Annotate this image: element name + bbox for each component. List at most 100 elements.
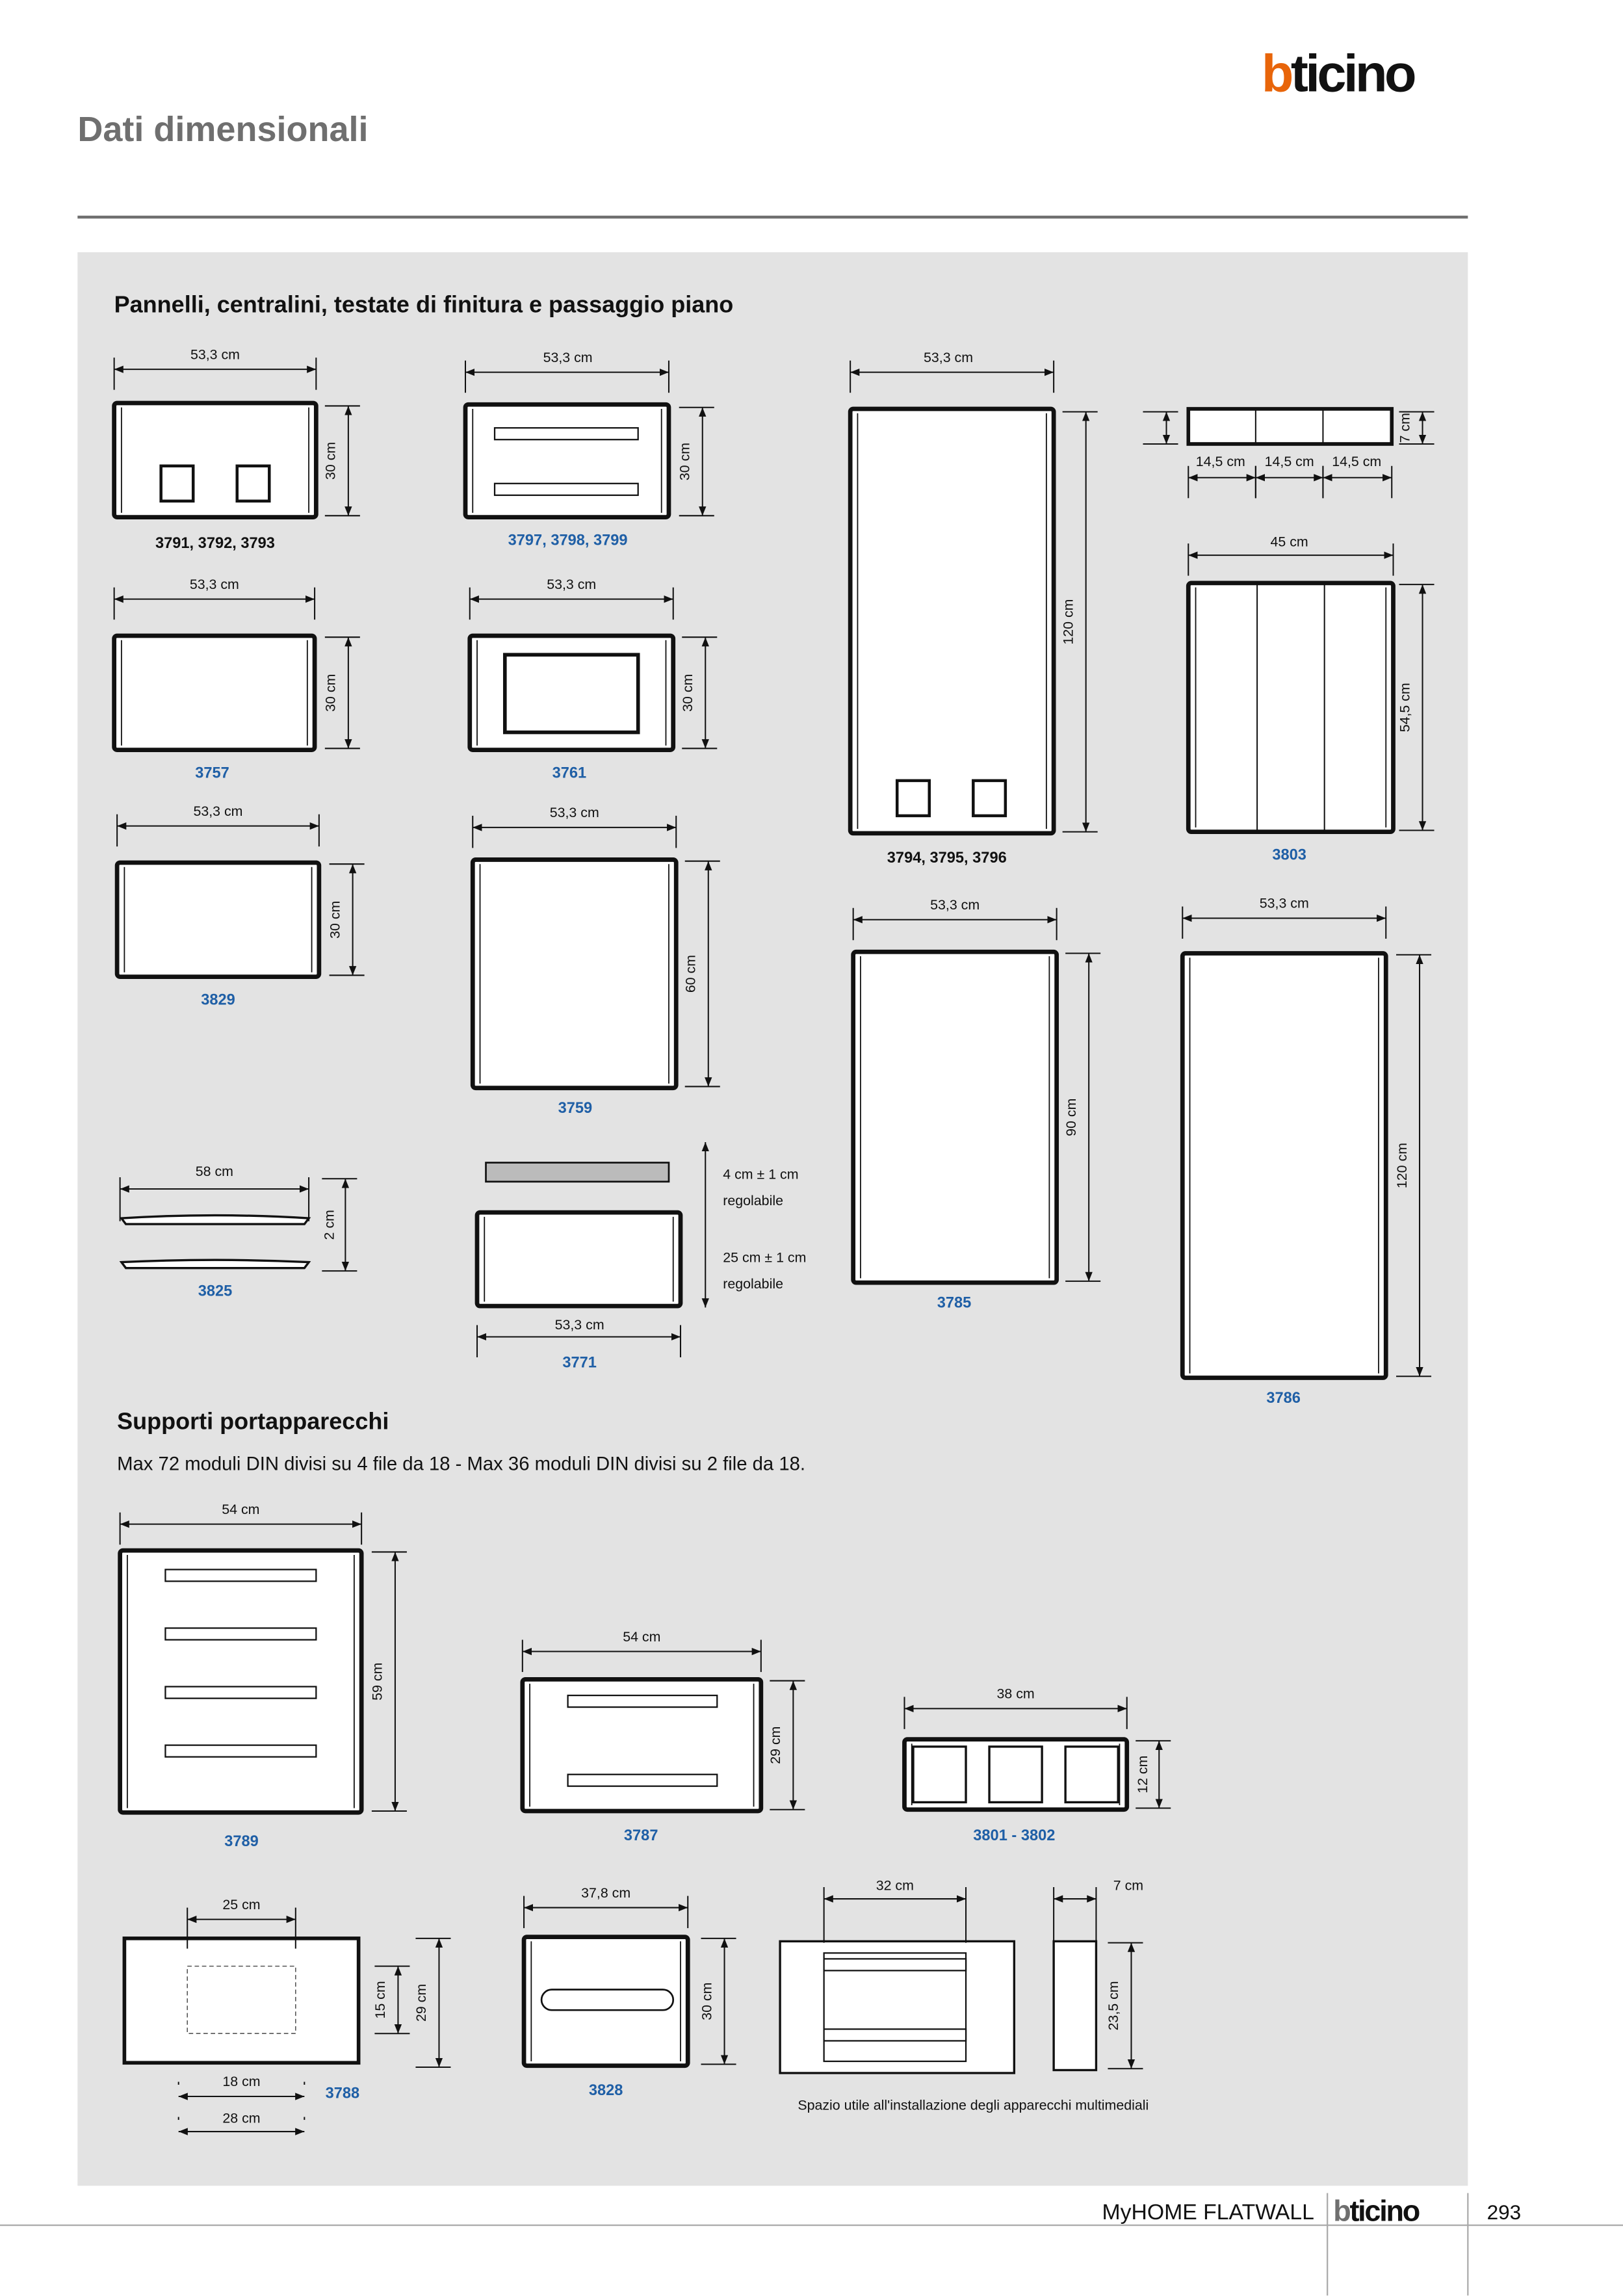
product-code: 3794, 3795, 3796	[887, 850, 1007, 867]
page-number: 293	[1487, 2200, 1522, 2224]
dimension-label: 53,3 cm	[190, 346, 240, 362]
enclosure-outline	[118, 1548, 364, 1815]
dimension-label: 58 cm	[196, 1164, 233, 1179]
cutout	[159, 464, 195, 503]
device-holder	[1064, 1745, 1119, 1804]
dimension-label: 60 cm	[682, 955, 698, 993]
dimension-label: 30 cm	[327, 901, 343, 939]
figure-caption: Spazio utile all'installazione degli app…	[798, 2097, 1149, 2113]
product-code: 3759	[558, 1100, 593, 1117]
product-code: 3801 - 3802	[973, 1827, 1055, 1844]
product-code: 3791, 3792, 3793	[155, 535, 275, 552]
svg-text:bticino: bticino	[1262, 44, 1415, 103]
footer-brand-logo: bticino	[1333, 2194, 1421, 2227]
dimension-label: 32 cm	[876, 1878, 914, 1894]
section-title-supports: Supporti portapparecchi	[117, 1407, 389, 1434]
page-title: Dati dimensionali	[77, 110, 368, 149]
product-code: 3828	[589, 2082, 623, 2099]
dimension-label: 53,3 cm	[190, 577, 239, 592]
dimension-label: 120 cm	[1394, 1143, 1410, 1188]
enclosure-outline	[112, 400, 318, 519]
din-rail	[164, 1627, 317, 1641]
figure-3825: 58 cm 2 cm 3825	[119, 1164, 357, 1299]
enclosure-outline	[474, 1210, 683, 1309]
product-code: 3761	[552, 764, 587, 781]
dimension-label: 30 cm	[323, 442, 339, 480]
enclosure-outline	[848, 406, 1056, 836]
cable-slot	[540, 1989, 675, 2011]
dimension-label: 7 cm	[1397, 413, 1412, 443]
din-rail	[164, 1686, 317, 1699]
product-code: 3787	[624, 1827, 658, 1844]
brand-logo-b: b	[1262, 44, 1292, 103]
dimension-label: 29 cm	[768, 1727, 783, 1764]
dimension-label: 53,3 cm	[550, 805, 599, 820]
product-code: 3771	[562, 1355, 597, 1372]
dimension-label: 2 cm	[321, 1210, 337, 1240]
figure-3794: 53,3 cm 120 cm 3794, 3795, 3796	[848, 350, 1098, 867]
section-subtitle-supports: Max 72 moduli DIN divisi su 4 file da 18…	[117, 1454, 805, 1474]
enclosure-outline	[1186, 581, 1396, 835]
product-code: 3803	[1272, 846, 1306, 863]
cutout	[895, 779, 931, 818]
din-slot	[493, 482, 639, 496]
dimension-note: regolabile	[723, 1276, 783, 1292]
product-code: 3757	[195, 764, 229, 781]
din-slot	[493, 427, 639, 441]
dimension-label: 53,3 cm	[930, 897, 980, 913]
dimension-label: 54 cm	[623, 1629, 660, 1645]
dimension-label: 30 cm	[323, 674, 339, 712]
enclosure-outline	[463, 402, 671, 519]
dimension-label: 25 cm ± 1 cm	[723, 1250, 806, 1266]
dimension-label: 120 cm	[1060, 599, 1076, 645]
enclosure-outline	[1180, 951, 1388, 1380]
din-rail	[567, 1773, 718, 1787]
product-code: 3829	[201, 991, 235, 1008]
din-rail	[567, 1694, 718, 1708]
enclosure-outline	[122, 1937, 361, 2065]
brand-logo: bticino	[1262, 44, 1418, 103]
dimension-label: 53,3 cm	[924, 350, 973, 365]
svg-text:bticino: bticino	[1333, 2194, 1420, 2227]
din-rail	[164, 1569, 317, 1582]
dimension-label: 28 cm	[222, 2111, 260, 2126]
din-rail	[823, 2028, 967, 2042]
figure-3759: 53,3 cm 60 cm 3759	[470, 805, 720, 1117]
device-holder	[988, 1745, 1043, 1804]
figure-3787: 54 cm 29 cm 3787	[520, 1629, 805, 1844]
dimension-label: 53,3 cm	[547, 577, 596, 592]
side-view-outline	[1052, 1940, 1098, 2072]
product-code: 3825	[198, 1283, 233, 1299]
dimension-label: 25 cm	[222, 1897, 260, 1912]
inner-area	[187, 1965, 296, 2034]
dimension-label: 15 cm	[372, 1981, 388, 2018]
cutout	[972, 779, 1007, 818]
plate-side	[119, 1259, 311, 1270]
dimension-label: 14,5 cm	[1332, 454, 1381, 469]
cutout	[235, 464, 271, 503]
figure-3791: 53,3 cm 30 cm 3791, 3792, 3793	[112, 346, 360, 552]
dimension-label: 37,8 cm	[581, 1885, 630, 1901]
dimension-label: 14,5 cm	[1196, 454, 1245, 469]
product-code: 3788	[326, 2085, 360, 2102]
dimension-label: 4 cm ± 1 cm	[723, 1166, 798, 1182]
enclosure-outline	[114, 860, 322, 979]
dimension-label: 53,3 cm	[555, 1317, 604, 1333]
device-holder	[912, 1745, 967, 1804]
enclosure-outline	[470, 857, 679, 1091]
din-rail	[823, 1958, 967, 1972]
product-code: 3786	[1266, 1390, 1301, 1407]
din-rail	[164, 1744, 317, 1758]
dimension-label: 29 cm	[413, 1984, 429, 2022]
dimension-label: 54,5 cm	[1397, 683, 1412, 732]
dimension-label: 30 cm	[699, 1983, 714, 2020]
dimension-label: 59 cm	[370, 1663, 385, 1701]
